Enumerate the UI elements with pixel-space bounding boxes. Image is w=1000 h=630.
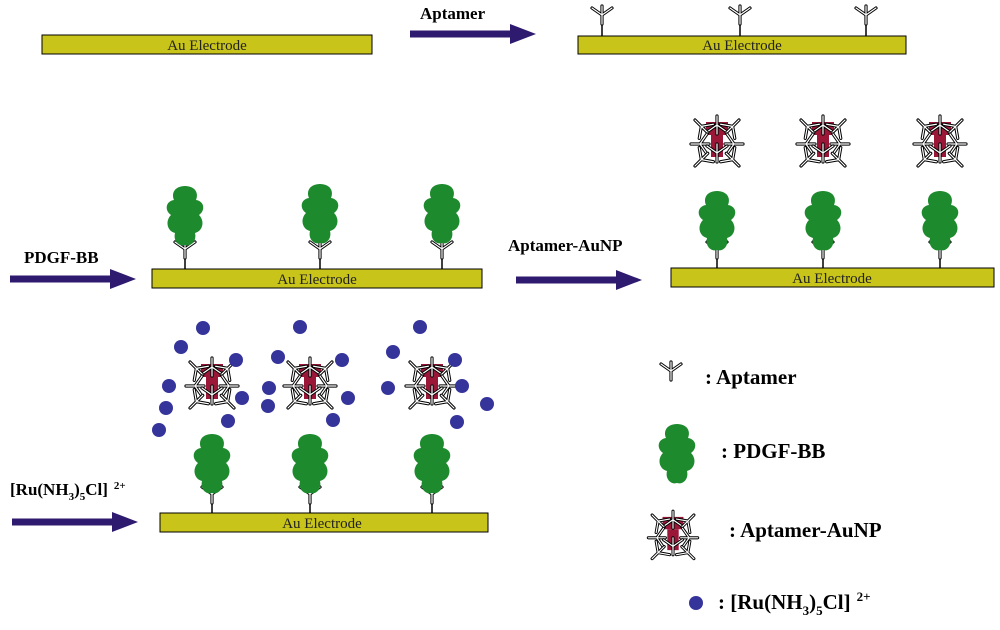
legend-pdgf: : PDGF-BB bbox=[721, 439, 825, 463]
aptamer-icon bbox=[856, 6, 876, 36]
electrode-step-5: Au Electrode bbox=[152, 320, 494, 533]
pdgf-protein-icon bbox=[658, 424, 696, 484]
ru-complex-dot-icon bbox=[689, 596, 703, 610]
aptamer-icon bbox=[592, 6, 612, 36]
aptamer-icon bbox=[730, 6, 750, 36]
arrow-pdgf: PDGF-BB bbox=[10, 248, 136, 289]
step-label-ru: [Ru(NH3)5Cl]2+ bbox=[10, 480, 126, 503]
electrode-label-4: Au Electrode bbox=[792, 271, 872, 287]
electrode-label-5: Au Electrode bbox=[282, 516, 362, 532]
electrode-step-3: Au Electrode bbox=[151, 184, 483, 289]
aptamer-aunp-icon bbox=[688, 113, 746, 173]
aptamer-aunp-icon bbox=[911, 113, 969, 173]
step-label-pdgf: PDGF-BB bbox=[24, 248, 99, 267]
aptamer-aunp-icon bbox=[645, 508, 700, 565]
aptamer-y-icon bbox=[659, 360, 683, 382]
pdgf-protein-icon bbox=[166, 186, 204, 246]
electrode-label-1: Au Electrode bbox=[167, 38, 247, 54]
legend: : Aptamer : PDGF-BB : Aptamer-AuNP : [Ru… bbox=[645, 360, 882, 618]
aptamer-aunp-icon bbox=[794, 113, 852, 173]
electrode-label-2: Au Electrode bbox=[702, 38, 782, 54]
legend-aptamer: : Aptamer bbox=[705, 365, 797, 389]
step-label-aptamer-aunp: Aptamer-AuNP bbox=[508, 236, 623, 255]
arrow-aptamer: Aptamer bbox=[410, 4, 536, 44]
electrode-step-1: Au Electrode bbox=[41, 34, 373, 55]
pdgf-protein-icon bbox=[301, 184, 339, 244]
legend-aptamer-aunp: : Aptamer-AuNP bbox=[729, 518, 882, 542]
arrow-aptamer-aunp: Aptamer-AuNP bbox=[508, 236, 642, 290]
electrode-label-3: Au Electrode bbox=[277, 272, 357, 288]
legend-ru: : [Ru(NH3)5Cl]2+ bbox=[718, 589, 871, 618]
step-label-aptamer: Aptamer bbox=[420, 4, 486, 23]
electrode-step-4: Au Electrode bbox=[670, 113, 995, 288]
electrode-step-2: Au Electrode bbox=[577, 6, 907, 55]
arrow-ru: [Ru(NH3)5Cl]2+ bbox=[10, 480, 138, 532]
pdgf-protein-icon bbox=[423, 184, 461, 244]
